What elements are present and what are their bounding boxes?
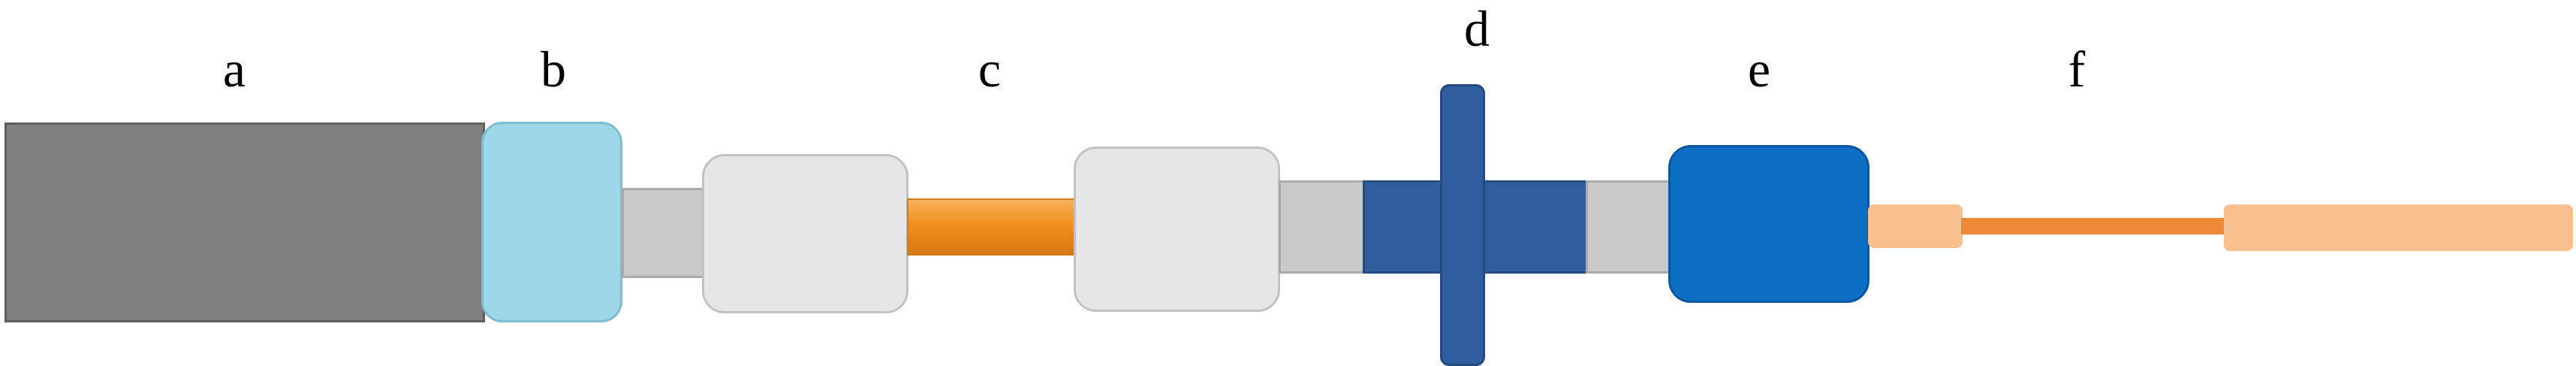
part-a-body [5,123,485,322]
part-f-boot [1868,204,1963,248]
label-b: b [541,41,566,98]
part-b-cap [481,122,622,322]
label-d: d [1464,0,1490,57]
part-f-fiber [1961,218,2225,234]
sleeve-c-d [1279,180,1366,274]
part-c-right-block [1074,147,1280,312]
part-c-left-block [702,154,908,313]
sleeve-d-e [1586,180,1671,274]
part-c-fiber [907,198,1077,256]
label-f: f [2068,41,2086,98]
part-f-jacket [2224,204,2573,251]
sleeve-b-c [622,188,704,278]
part-e-connector [1668,145,1869,303]
label-c: c [978,41,1002,98]
label-a: a [222,41,246,98]
part-d-adapter-flange [1440,84,1485,366]
label-e: e [1747,41,1771,98]
